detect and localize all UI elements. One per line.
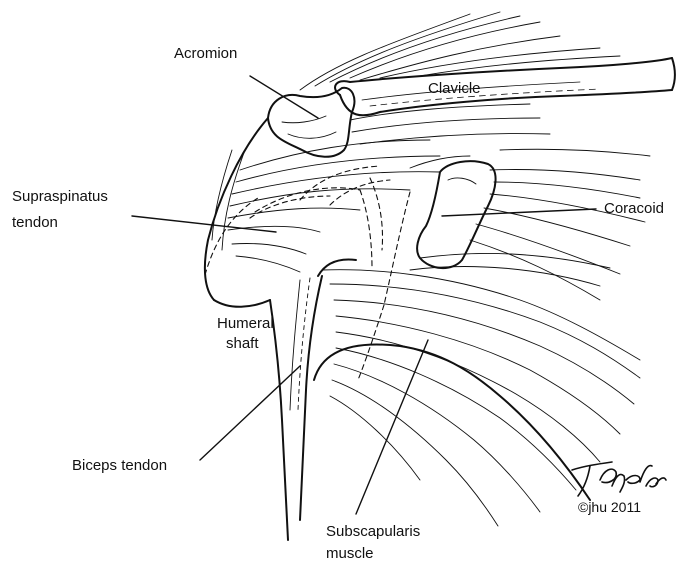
supraspinatus-label-line1: Supraspinatus — [12, 188, 108, 206]
supraspinatus-label-line2: tendon — [12, 214, 58, 232]
supraspinatus-fibers — [228, 104, 550, 272]
humeral-shaft-label-line1: Humeral — [217, 315, 274, 333]
subscapularis-label-line1: Subscapularis — [326, 523, 420, 541]
leader-lines — [132, 76, 596, 514]
subscapularis-label-line2: muscle — [326, 545, 374, 563]
clavicle-label: Clavicle — [428, 80, 481, 98]
biceps-leader — [200, 366, 300, 460]
subscapularis-outline — [314, 260, 590, 500]
subscapularis-fibers — [322, 253, 640, 526]
artist-signature — [572, 462, 666, 496]
acromion-label: Acromion — [174, 45, 237, 63]
clavicle-bone — [335, 58, 675, 115]
subscapularis-leader — [356, 340, 428, 514]
biceps-tendon-label: Biceps tendon — [72, 457, 167, 475]
upper-muscle-fibers — [300, 12, 620, 90]
humeral-shaft-label-line2: shaft — [226, 335, 259, 353]
pectoral-fibers — [410, 149, 650, 300]
supraspinatus-leader — [132, 216, 276, 232]
humeral-shaft — [270, 276, 322, 540]
copyright-text: ©jhu 2011 — [578, 498, 641, 516]
coracoid-label: Coracoid — [604, 200, 664, 218]
